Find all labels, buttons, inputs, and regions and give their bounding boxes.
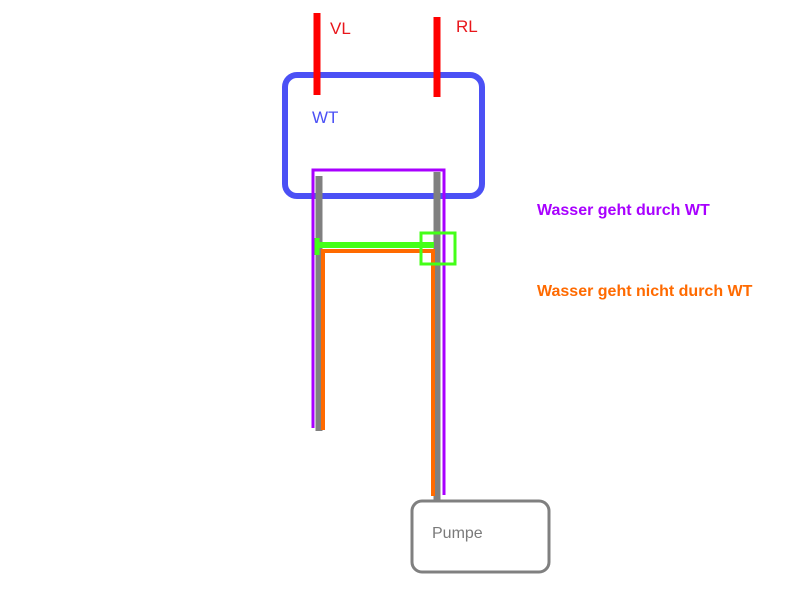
- wt-label: WT: [312, 108, 339, 127]
- pump-box: [410, 499, 551, 574]
- rl-label: RL: [456, 17, 478, 36]
- legend-through-wt: Wasser geht durch WT: [537, 202, 710, 219]
- path-bypass-wt: [321, 249, 435, 496]
- pump-label: Pumpe: [432, 525, 483, 542]
- legend-bypass-wt: Wasser geht nicht durch WT: [537, 283, 753, 300]
- heat-exchanger-box: [282, 72, 485, 199]
- vl-label: VL: [330, 19, 351, 38]
- path-through-wt: [311, 168, 446, 495]
- bypass-valve: [419, 231, 457, 266]
